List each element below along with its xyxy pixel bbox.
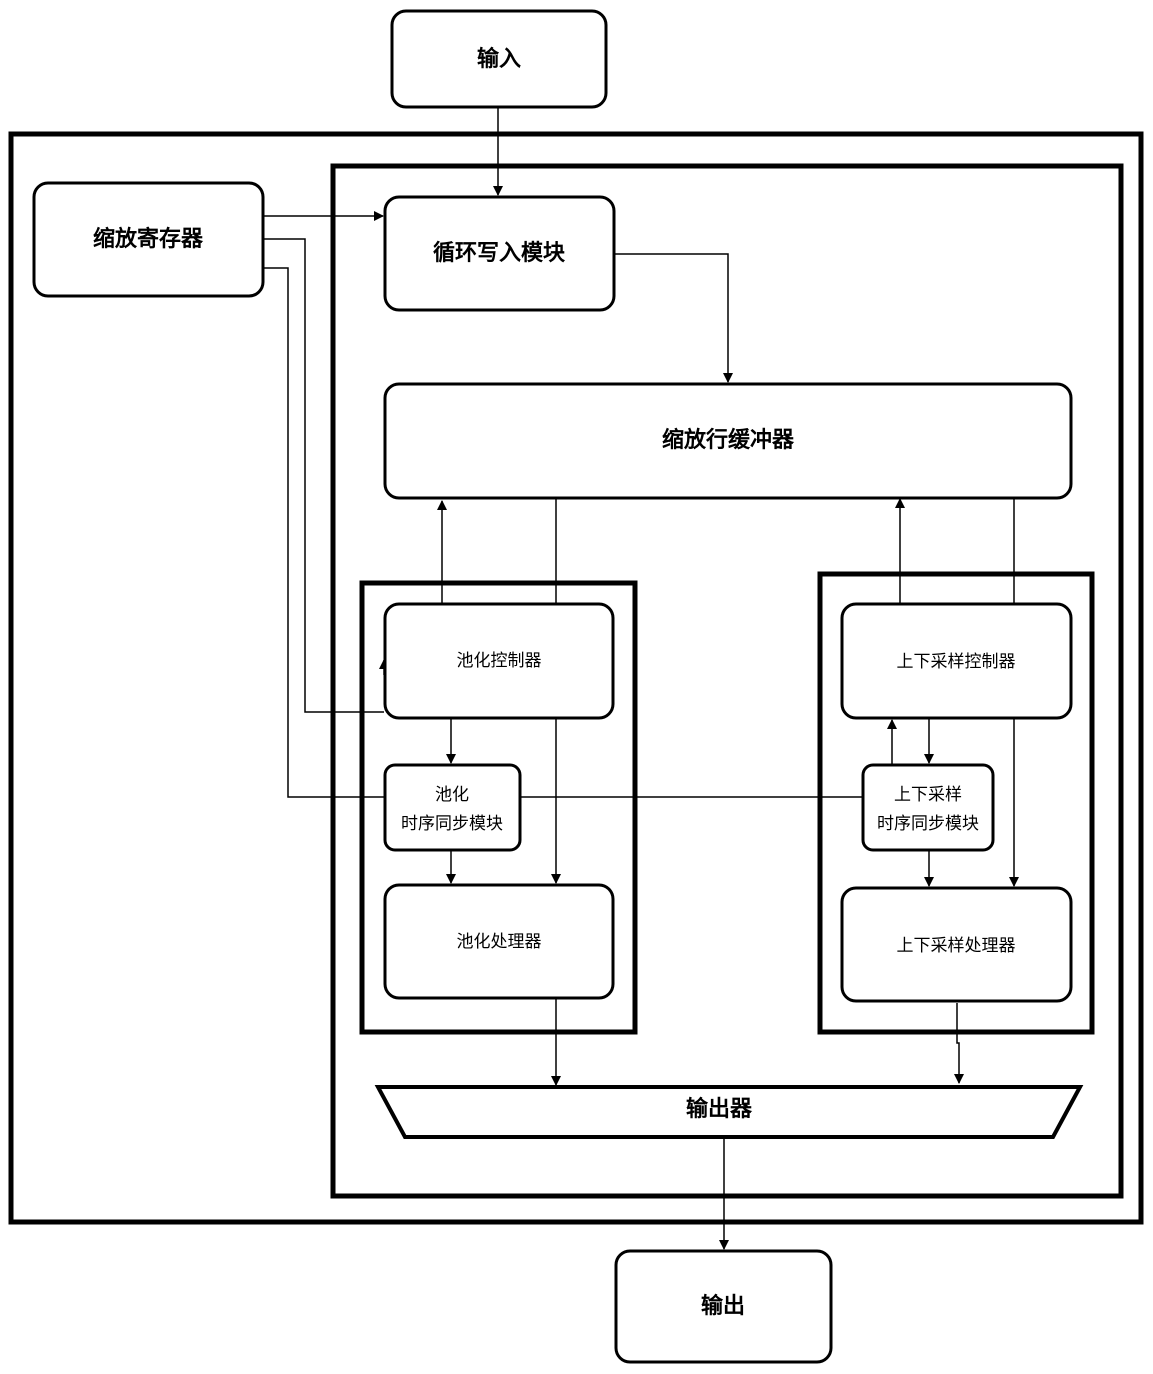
scale-line-buffer-box [383,382,1073,500]
pooling-processor-box [383,883,615,1000]
pooling-timing-sync-label-2: 时序同步模块 [401,814,503,834]
resampling-group-frame [817,571,1095,1035]
scale-register-label: 缩放寄存器 [93,226,204,252]
inner-frame [330,163,1124,1199]
resampling-controller-box [840,602,1073,720]
resampling-processor-box [840,886,1073,1003]
scale-register-box [32,181,265,298]
pooling-timing-sync-label-1: 池化 [435,785,469,805]
input-box [390,9,608,109]
resampling-timing-sync-label-1: 上下采样 [894,785,962,805]
resampling-processor-label: 上下采样处理器 [897,936,1016,956]
output-label: 输出 [701,1293,745,1319]
outputter-label: 输出器 [686,1096,753,1122]
outputter-shape [374,1085,1084,1139]
resampling-controller-label: 上下采样控制器 [897,652,1016,672]
outer-frame [8,131,1144,1225]
resampling-timing-sync-label-2: 时序同步模块 [877,814,979,834]
pooling-processor-label: 池化处理器 [457,932,542,952]
cyclic-write-module-box [383,195,616,312]
resampling-timing-sync-box [861,763,995,852]
pooling-group-frame [359,580,638,1035]
output-box [614,1249,833,1364]
cyclic-write-module-label: 循环写入模块 [433,240,566,266]
scale-line-buffer-label: 缩放行缓冲器 [662,427,795,453]
input-label: 输入 [477,46,521,72]
pooling-controller-box [383,602,615,720]
pooling-controller-label: 池化控制器 [457,651,542,671]
pooling-timing-sync-box [383,763,522,852]
